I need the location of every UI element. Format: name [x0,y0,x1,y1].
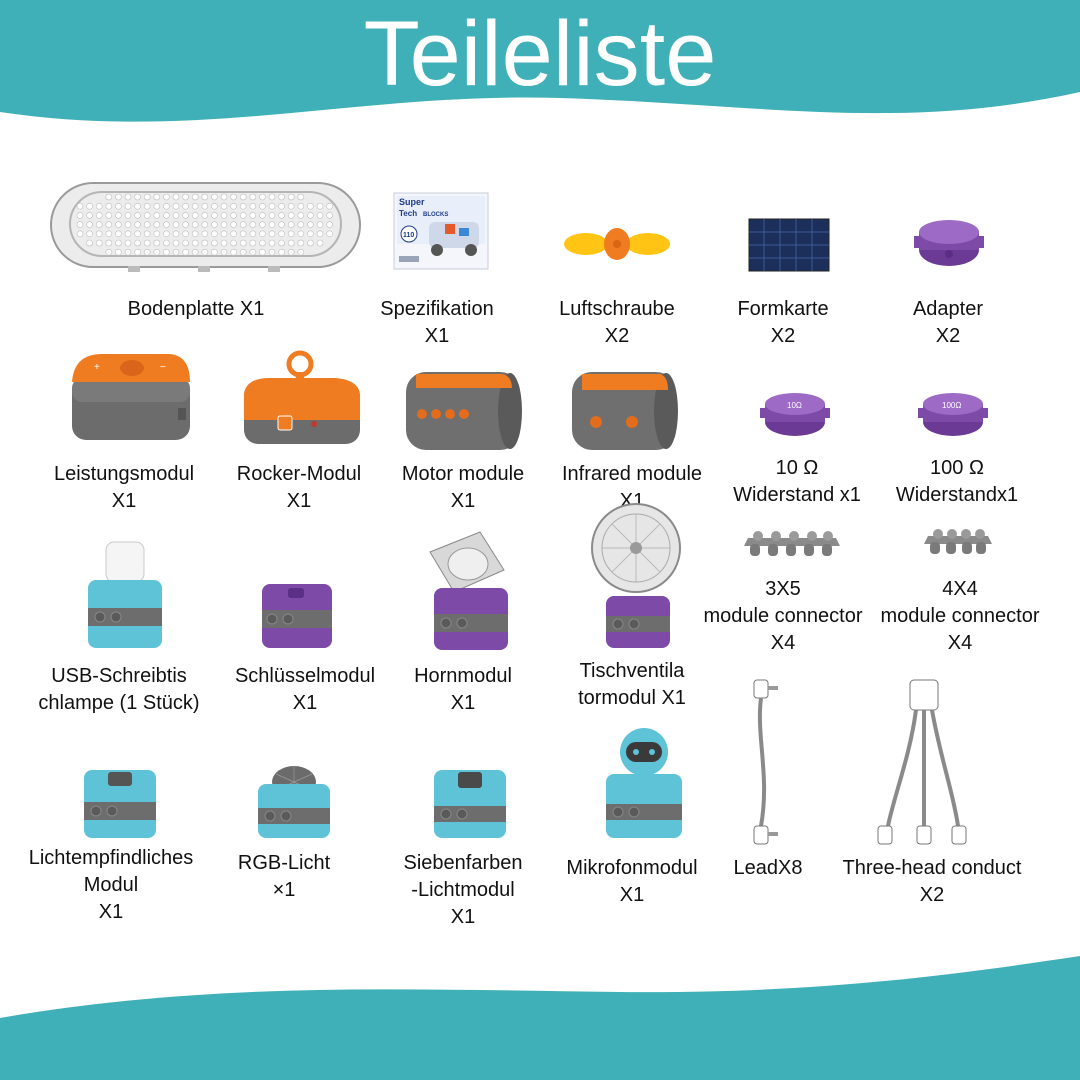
rocker-module-icon [244,350,360,444]
adapter-icon [914,220,984,266]
rgb-light-icon [258,766,330,838]
baseplate-label: Bodenplatte X1 [127,298,265,320]
svg-text:+: + [94,362,100,373]
svg-text:Super: Super [399,197,425,207]
svg-text:110: 110 [403,232,414,239]
key-module-icon [262,584,332,648]
svg-text:−: − [160,362,166,373]
propeller-icon [564,228,670,260]
svg-text:10Ω: 10Ω [787,401,802,410]
connector-3x5-icon [744,531,840,556]
motor-module-icon [406,372,522,450]
page-title: Teileliste [363,3,717,105]
svg-text:Tech: Tech [399,209,417,218]
svg-text:100Ω: 100Ω [942,401,961,410]
microphone-module-icon [606,728,682,838]
usb-lamp-icon [88,541,162,648]
lead-label: LeadX8 [733,857,803,879]
svg-text:BLOCKS: BLOCKS [423,212,448,218]
light-sensor-icon [84,770,156,838]
infrared-module-icon [572,372,678,450]
horn-module-icon [429,531,508,650]
solar-panel-icon [748,218,830,272]
seven-color-light-icon [434,770,506,838]
baseplate-icon [50,182,361,272]
desk-fan-icon [591,503,681,648]
header-wave [0,0,1080,122]
rgb-light-label: RGB-Licht×1 [237,852,331,901]
spec-card-icon: Super Tech BLOCKS 110 [393,192,489,270]
power-module-icon: + − [72,354,190,440]
resistor-100-icon: 100Ω [918,393,988,436]
connector-4x4-icon [924,529,992,554]
resistor-10-icon: 10Ω [760,393,830,436]
footer-wave [0,956,1080,1080]
three-head-conductor-icon [877,679,967,845]
lead-wire-icon [753,679,778,845]
